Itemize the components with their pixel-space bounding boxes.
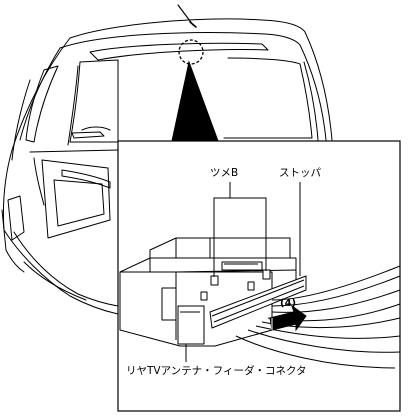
right-quarter-window [223,57,313,139]
license-plate-frame [41,159,111,239]
license-plate [53,179,105,227]
leader-lines [185,182,301,362]
connector-detail [119,237,401,369]
claw-b-tab-left [210,275,219,286]
callout-pointer [171,60,219,142]
tailgate-handle [61,169,111,189]
rear-spoiler [89,42,269,61]
label-claw-b: ツメB [210,167,238,179]
location-marker-circle [178,39,204,65]
rear-bumper [3,229,119,315]
label-stopper: ストッパ [279,167,321,179]
label-step-number: (4) [280,298,296,309]
left-tail-lamp [7,195,25,241]
left-quarter-window [25,65,59,143]
car-left-side [2,37,71,231]
label-connector-name: リヤTVアンテナ・フィーダ・コネクタ [126,364,307,377]
car-roof-outline [69,18,306,39]
cable-bundle [235,265,401,369]
rear-window [69,59,119,143]
claw-b-tab-right [262,269,271,280]
rear-wiper [71,131,105,139]
tailgate-panel [29,149,119,153]
release-arrow [269,304,307,332]
car-rear-view [1,4,333,315]
